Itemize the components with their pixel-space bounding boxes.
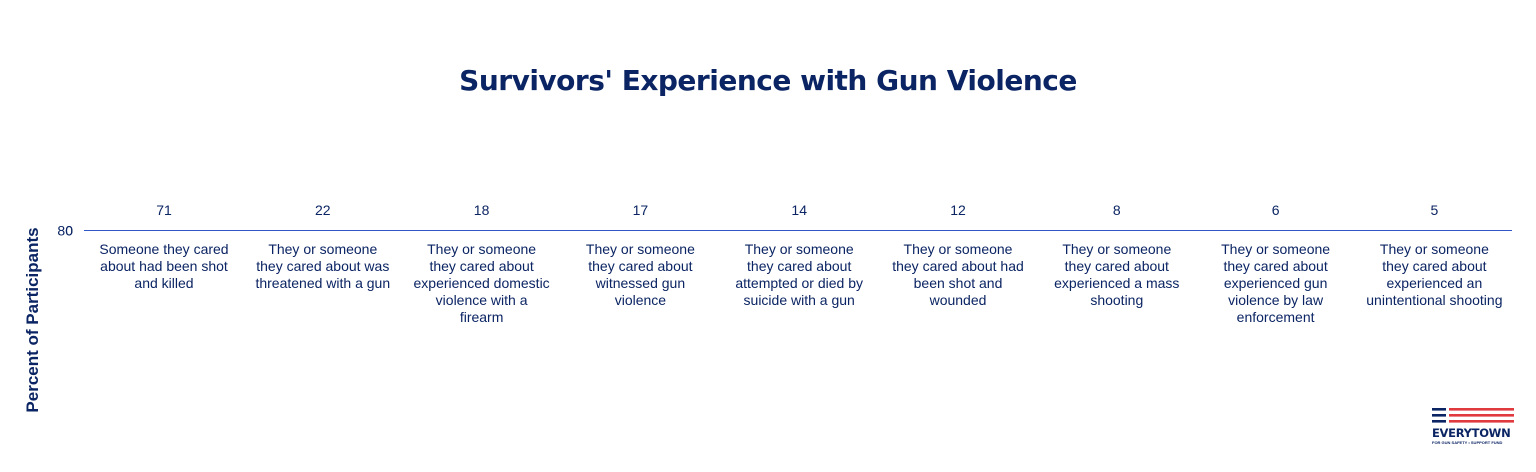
bar-value-label: 14 — [791, 202, 807, 218]
chart-title: Survivors' Experience with Gun Violence — [459, 64, 1077, 97]
category-label: They or someone they cared about experie… — [1221, 241, 1331, 325]
flag-stripes-icon — [1432, 408, 1514, 423]
category-label: They or someone they cared about experie… — [1054, 241, 1180, 308]
category-label: They or someone they cared about was thr… — [255, 241, 391, 291]
y-tick-label: 80 — [57, 223, 73, 239]
logo-wordmark: EVERYTOWN — [1432, 426, 1511, 440]
bar-value-label: 6 — [1272, 202, 1280, 218]
y-axis-ticks: 080 — [57, 223, 73, 239]
bar-value-label: 18 — [474, 202, 490, 218]
bar-value-label: 17 — [633, 202, 649, 218]
bar-value-label: 71 — [156, 202, 172, 218]
bar-value-label: 22 — [315, 202, 331, 218]
bar-value-label: 5 — [1431, 202, 1439, 218]
category-label: Someone they cared about had been shot a… — [99, 241, 229, 291]
bar-value-label: 8 — [1113, 202, 1121, 218]
bar-value-label: 12 — [950, 202, 966, 218]
logo-tagline: FOR GUN SAFETY • SUPPORT FUND — [1432, 440, 1503, 445]
category-label: They or someone they cared about had bee… — [892, 241, 1024, 308]
everytown-logo: EVERYTOWN FOR GUN SAFETY • SUPPORT FUND — [1432, 406, 1516, 450]
y-axis-label: Percent of Participants — [23, 227, 42, 413]
category-label: They or someone they cared about attempt… — [735, 241, 863, 308]
category-label: They or someone they cared about experie… — [1366, 241, 1503, 308]
y-tick-label: 0 — [65, 223, 73, 239]
category-label: They or someone they cared about experie… — [413, 241, 550, 325]
value-labels: 71 22 18 17 14 12 8 6 5 — [156, 202, 1438, 218]
category-label: They or someone they cared about witness… — [585, 241, 695, 308]
